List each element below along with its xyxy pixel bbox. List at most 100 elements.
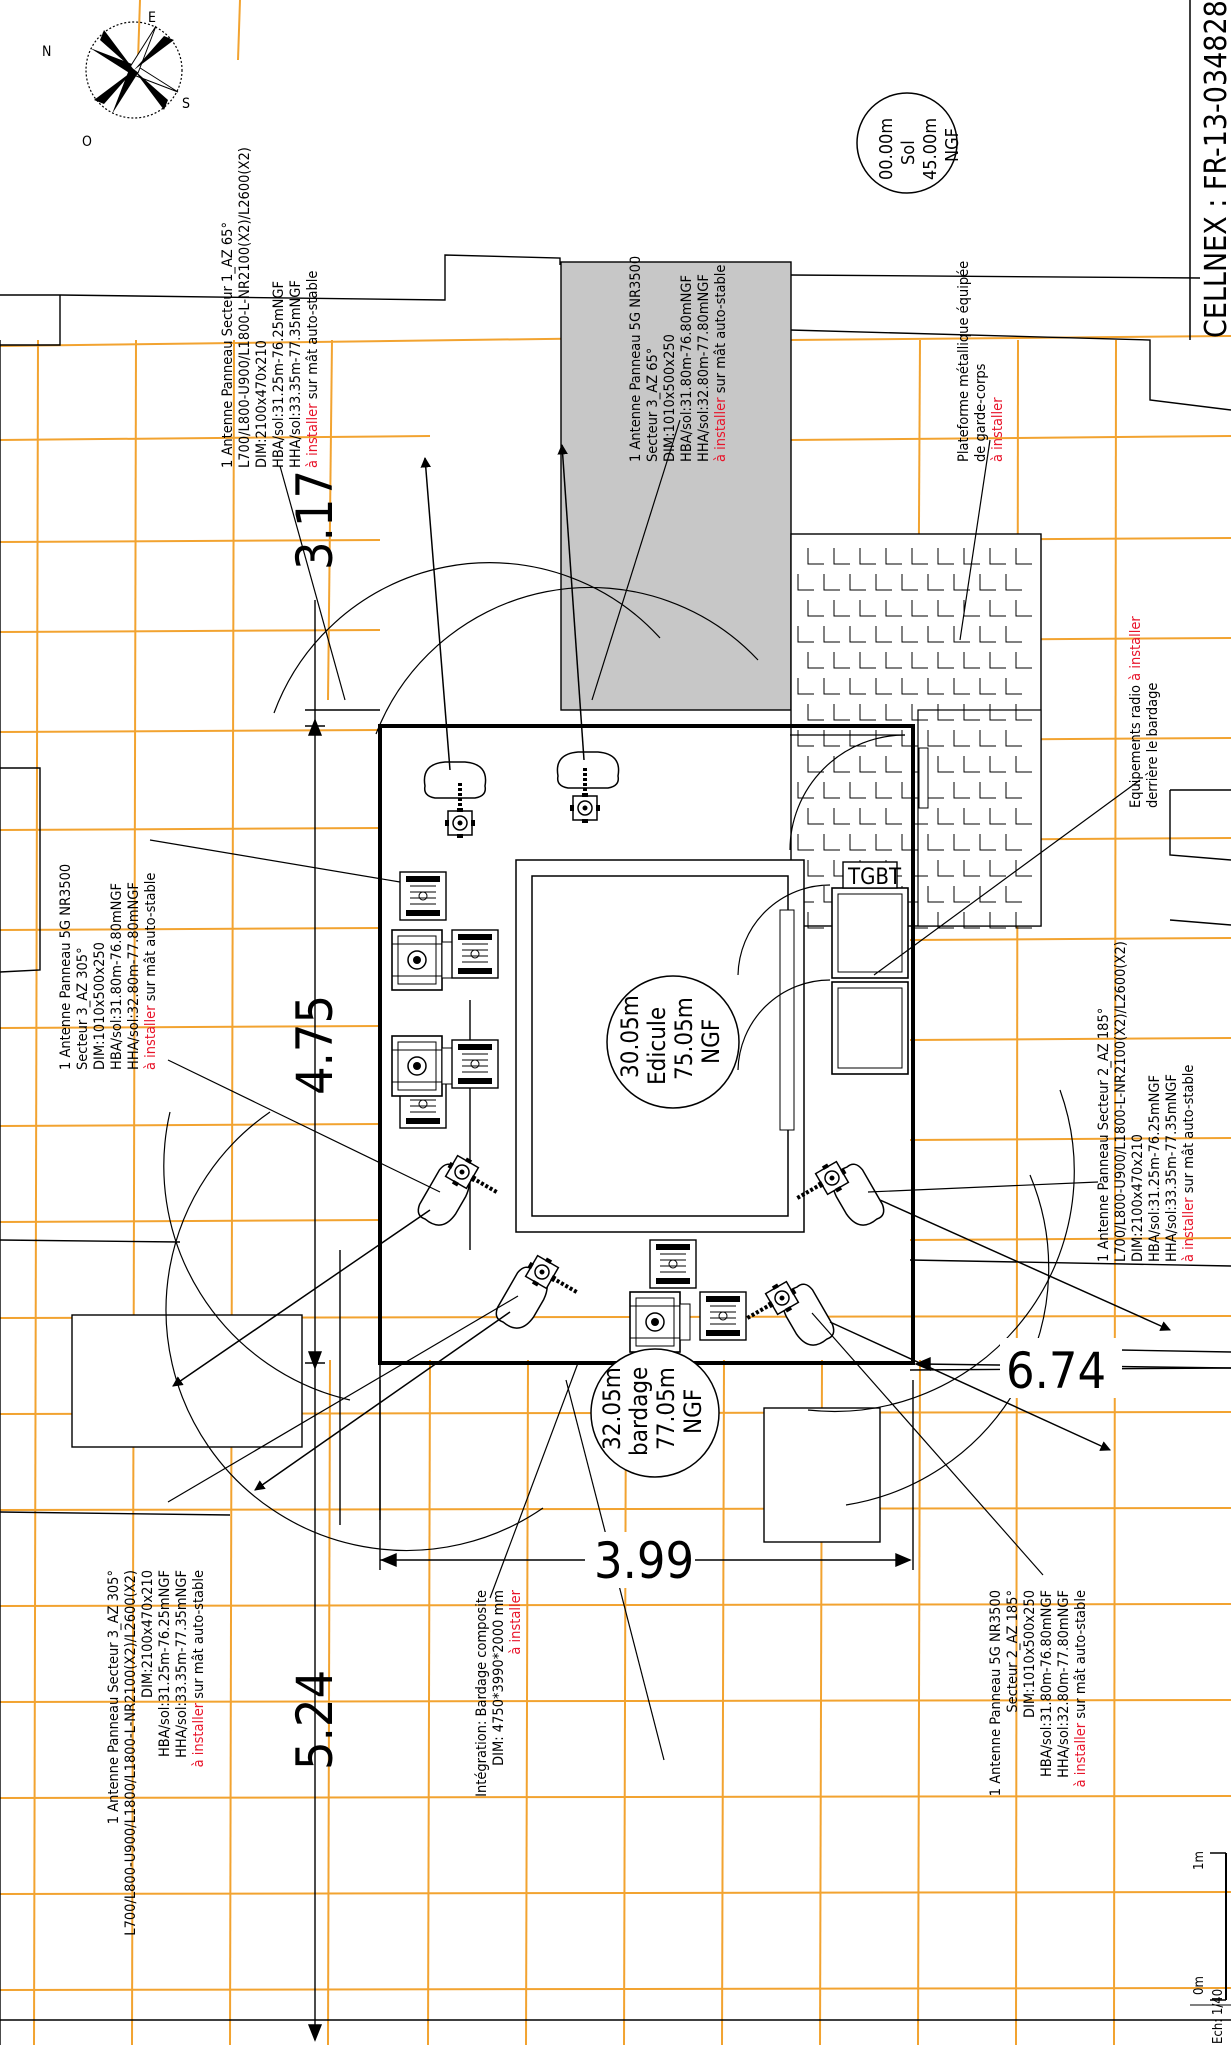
platform-grating-cell [859, 600, 876, 617]
platform-grating-cell [937, 548, 954, 565]
platform-grating-cell [937, 652, 954, 669]
platform-grating-cell [833, 756, 850, 773]
platform-grating-cell [963, 912, 980, 929]
platform-grating-cell [875, 626, 892, 643]
platform-grating-cell [989, 548, 1006, 565]
platform-grating-cell [849, 574, 866, 591]
platform-grating-cell [797, 834, 814, 851]
svg-text:L700/L800-U900/L1800-L-NR2100(: L700/L800-U900/L1800-L-NR2100(X2)/L2600(… [1113, 941, 1129, 1262]
platform-grating-cell [963, 704, 980, 721]
platform-grating-cell [1015, 860, 1032, 877]
svg-text:à installer sur mât auto-stabl: à installer sur mât auto-stable [713, 265, 729, 462]
svg-text:00.00m: 00.00m [876, 118, 897, 180]
svg-text:Edicule: Edicule [643, 1007, 671, 1085]
platform-grating-cell [927, 730, 944, 747]
platform-grating-cell [901, 626, 918, 643]
platform-grating-cell [979, 678, 996, 695]
building-outlines [0, 254, 1231, 2045]
platform-grating-cell [807, 548, 824, 565]
platform-grating-cell [885, 548, 902, 565]
svg-text:HHA/sol:32.80m-77.80mNGF: HHA/sol:32.80m-77.80mNGF [1056, 1590, 1072, 1778]
platform-grating-cell [875, 834, 892, 851]
label-sector1: 1 Antenne Panneau Secteur 1_AZ 65° L700/… [220, 147, 321, 468]
svg-text:Sol: Sol [898, 140, 919, 165]
svg-text:à installer: à installer [508, 1589, 524, 1654]
svg-text:N: N [42, 44, 51, 60]
scale-bar: 1m 0m [1192, 1851, 1227, 2001]
svg-text:L700/L800-U900/L1800/L1800-L-N: L700/L800-U900/L1800/L1800-L-NR2100(X2)/… [123, 1570, 139, 1936]
label-nr3500-s2-185: 1 Antenne Panneau 5G NR3500 Secteur 2_AZ… [988, 1590, 1089, 1796]
platform-grating-cell [823, 574, 840, 591]
platform-grating-cell [937, 756, 954, 773]
svg-text:L700/L800-U900/L1800-L-NR2100(: L700/L800-U900/L1800-L-NR2100(X2)/L2600(… [237, 147, 253, 468]
platform-grating-cell [807, 860, 824, 877]
platform-grating-cell [807, 704, 824, 721]
platform-grating-cell [885, 652, 902, 669]
leader-lines [149, 419, 1141, 1761]
svg-text:1 Antenne Panneau Secteur 1_AZ: 1 Antenne Panneau Secteur 1_AZ 65° [220, 222, 236, 468]
platform-grating-cell [849, 834, 866, 851]
svg-text:1 Antenne Panneau 5G NR3500: 1 Antenne Panneau 5G NR3500 [628, 256, 644, 462]
platform-grating-cell [989, 808, 1006, 825]
svg-text:E: E [148, 10, 156, 26]
platform-grating-cell [875, 574, 892, 591]
platform-grating-cell [833, 652, 850, 669]
svg-text:NGF: NGF [697, 1019, 725, 1064]
platform-grating-cell [849, 678, 866, 695]
platform-grating-cell [1015, 600, 1032, 617]
svg-text:DIM:1010x500x250: DIM:1010x500x250 [662, 334, 678, 462]
svg-text:45.00m: 45.00m [920, 118, 941, 180]
svg-text:à installer sur mât auto-stabl: à installer sur mât auto-stable [143, 873, 159, 1070]
dim-3-99: 3.99 [594, 1532, 694, 1590]
platform-grating-cell [797, 782, 814, 799]
svg-text:derrière le bardage: derrière le bardage [1145, 683, 1161, 808]
platform-grating-cell [885, 756, 902, 773]
platform-grating-cell [859, 756, 876, 773]
platform-grating-cell [807, 912, 824, 929]
svg-text:DIM:2100x470x210: DIM:2100x470x210 [140, 1570, 156, 1698]
platform-grating-cell [885, 600, 902, 617]
platform-grating-cell [833, 808, 850, 825]
platform-grating-cell [1005, 574, 1022, 591]
platform-grating-cell [953, 782, 970, 799]
svg-text:à installer sur mât auto-stabl: à installer sur mât auto-stable [191, 1570, 207, 1767]
platform-grating-cell [1015, 548, 1032, 565]
platform-grating-cell [797, 574, 814, 591]
platform-grating-cell [1015, 756, 1032, 773]
platform-grating-cell [1005, 730, 1022, 747]
platform-grating-cell [979, 574, 996, 591]
platform-grating-cell [953, 678, 970, 695]
platform-grating-cell [963, 652, 980, 669]
svg-text:30.05m: 30.05m [616, 995, 644, 1078]
platform-grating-cell [963, 860, 980, 877]
svg-text:HBA/sol:31.80m-76.80mNGF: HBA/sol:31.80m-76.80mNGF [679, 275, 695, 462]
svg-text:HBA/sol:31.80m-76.80mNGF: HBA/sol:31.80m-76.80mNGF [109, 883, 125, 1070]
svg-text:à installer sur mât auto-stabl: à installer sur mât auto-stable [1181, 1065, 1197, 1262]
svg-text:HBA/sol:31.25m-76.25mNGF: HBA/sol:31.25m-76.25mNGF [271, 281, 287, 468]
svg-text:O: O [82, 134, 92, 150]
label-nr3500-s3-65: 1 Antenne Panneau 5G NR3500 Secteur 3_AZ… [628, 256, 729, 462]
svg-text:77.05m: 77.05m [652, 1367, 680, 1450]
platform-grating-cell [979, 782, 996, 799]
platform-grating-cell [875, 678, 892, 695]
platform-grating-cell [823, 782, 840, 799]
platform-grating-cell [875, 782, 892, 799]
platform-grating-cell [989, 704, 1006, 721]
platform-grating-cell [1005, 834, 1022, 851]
svg-text:Secteur 3_AZ 65°: Secteur 3_AZ 65° [645, 348, 661, 462]
project-ref: CELLNEX : FR-13-034828 [1199, 0, 1231, 338]
level-bardage: 32.05m bardage 77.05m NGF [590, 1348, 720, 1478]
platform-grating-cell [1015, 704, 1032, 721]
platform-grating-cell [849, 782, 866, 799]
platform-grating-cell [859, 548, 876, 565]
platform-grating-cell [989, 756, 1006, 773]
level-edicule: 30.05m Edicule 75.05m NGF [606, 975, 740, 1109]
platform-grating-cell [937, 704, 954, 721]
svg-text:1 Antenne Panneau Secteur 2_AZ: 1 Antenne Panneau Secteur 2_AZ 185° [1096, 1008, 1112, 1262]
platform-grating-cell [823, 834, 840, 851]
dim-4-75: 4.75 [286, 995, 344, 1095]
svg-text:Equipements radio à installer: Equipements radio à installer [1128, 616, 1144, 808]
title-block: CELLNEX : FR-13-034828 Ech: 1/40 [1189, 0, 1231, 2044]
svg-text:HHA/sol:33.35m-77.35mNGF: HHA/sol:33.35m-77.35mNGF [174, 1570, 190, 1758]
platform-grating-cell [989, 600, 1006, 617]
